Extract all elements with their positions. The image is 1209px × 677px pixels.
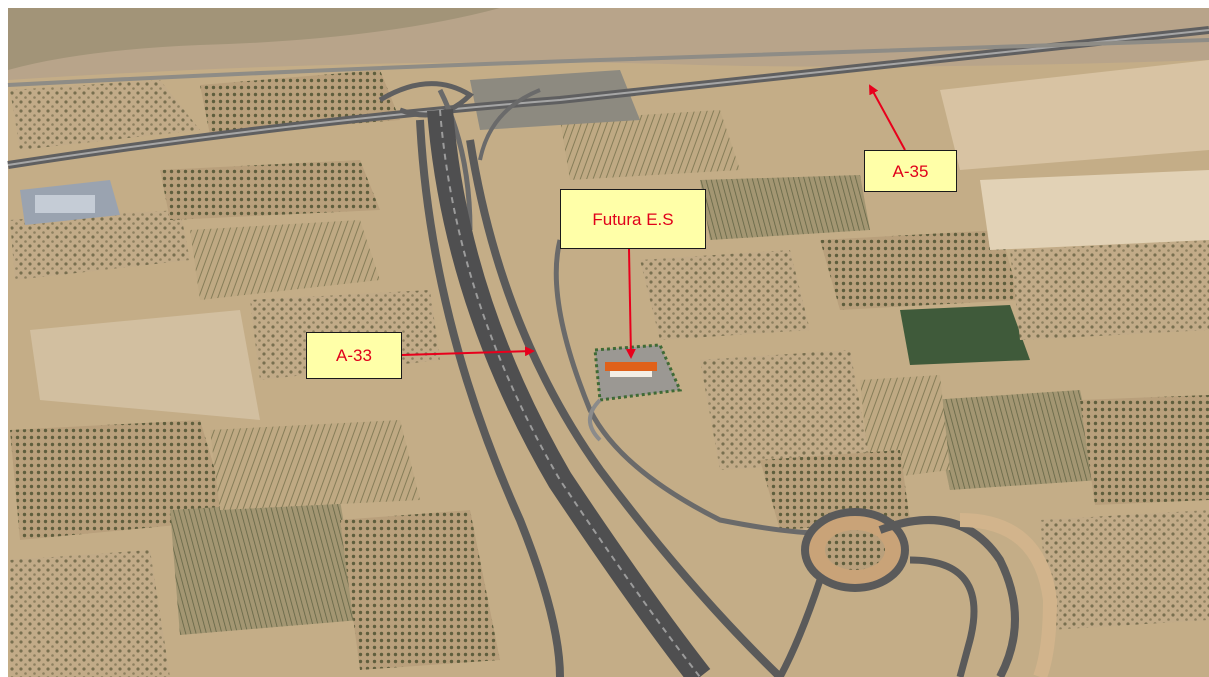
callout-a35-label: A-35	[864, 150, 957, 192]
callout-service-station-label: Futura E.S	[560, 189, 706, 249]
callout-a33-label: A-33	[306, 332, 402, 379]
